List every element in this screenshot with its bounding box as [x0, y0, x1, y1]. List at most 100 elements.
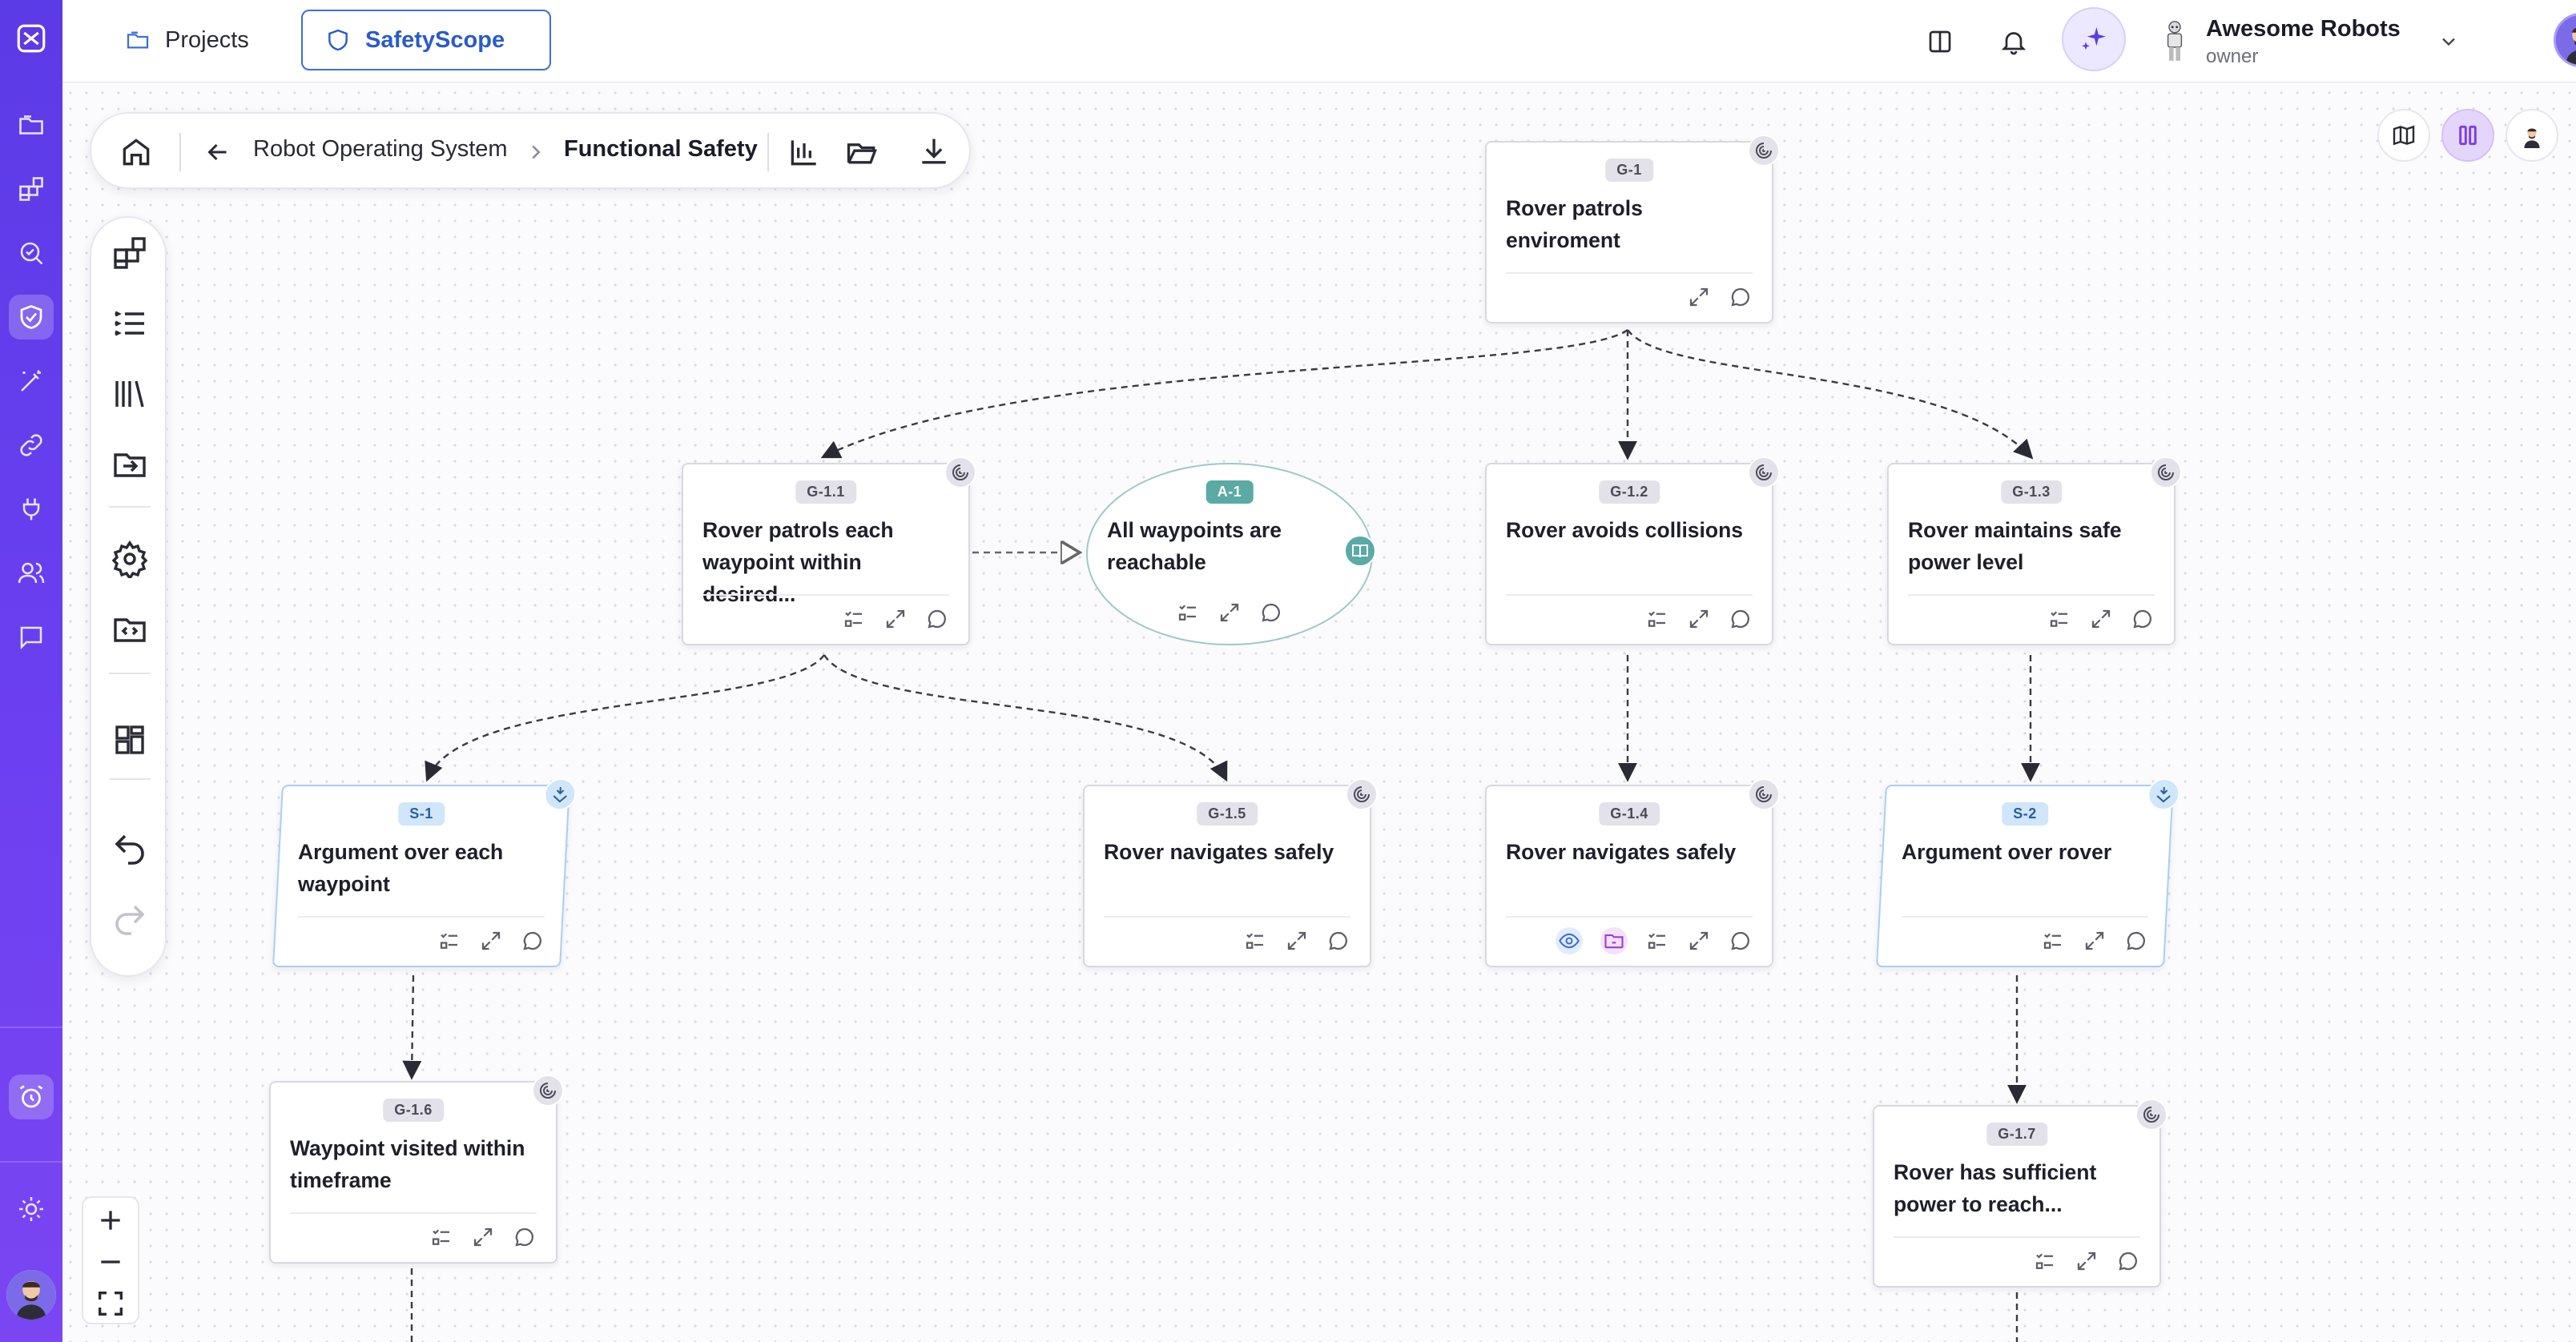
- status-badge-icon[interactable]: [944, 456, 976, 488]
- evidence-folder-icon[interactable]: [1600, 927, 1628, 954]
- status-badge-icon[interactable]: [2135, 1099, 2167, 1131]
- strategy-type-icon[interactable]: [543, 778, 578, 810]
- settings-icon[interactable]: [111, 540, 149, 578]
- zoom-out-icon[interactable]: [95, 1246, 127, 1278]
- comment-icon[interactable]: [2116, 1249, 2140, 1273]
- eye-icon[interactable]: [1556, 927, 1583, 954]
- undo-icon[interactable]: [111, 830, 149, 868]
- goal-node-g1-5[interactable]: G-1.5 Rover navigates safely: [1083, 778, 1378, 967]
- checklist-icon[interactable]: [437, 929, 461, 953]
- goal-node-g1[interactable]: G-1 Rover patrols enviroment: [1485, 135, 1780, 323]
- comment-icon[interactable]: [521, 929, 545, 953]
- rail-link-icon[interactable]: [9, 423, 54, 468]
- node-id-tag: G-1.2: [1599, 480, 1660, 504]
- comment-icon[interactable]: [1326, 929, 1350, 953]
- library-icon[interactable]: [111, 375, 149, 413]
- comment-icon[interactable]: [1729, 285, 1753, 309]
- expand-icon[interactable]: [1687, 929, 1711, 953]
- assumption-node-a1[interactable]: A-1 All waypoints are reachable: [1086, 463, 1376, 645]
- checklist-icon[interactable]: [1645, 607, 1669, 631]
- code-folder-icon[interactable]: [111, 610, 149, 649]
- goal-node-g1-6[interactable]: G-1.6 Waypoint visited within timeframe: [269, 1075, 564, 1264]
- expand-icon[interactable]: [471, 1225, 495, 1249]
- strategy-type-icon[interactable]: [2147, 778, 2181, 810]
- checklist-icon[interactable]: [429, 1225, 453, 1249]
- layout-toggle-icon[interactable]: [1916, 18, 1964, 66]
- rail-safety-icon[interactable]: [9, 295, 54, 340]
- user-avatar[interactable]: [2554, 13, 2576, 67]
- expand-icon[interactable]: [479, 929, 503, 953]
- safetyscope-tab[interactable]: SafetyScope: [301, 10, 551, 70]
- collaborator-avatar[interactable]: [2506, 109, 2558, 162]
- checklist-icon[interactable]: [2047, 607, 2071, 631]
- status-badge-icon[interactable]: [1748, 135, 1780, 167]
- status-badge-icon[interactable]: [1346, 778, 1378, 810]
- node-actions: [2041, 921, 2148, 961]
- home-icon[interactable]: [119, 135, 154, 170]
- expand-icon[interactable]: [1285, 929, 1309, 953]
- status-badge-icon[interactable]: [1748, 456, 1780, 488]
- checklist-icon[interactable]: [1176, 601, 1200, 625]
- zoom-in-icon[interactable]: [95, 1204, 127, 1236]
- redo-icon[interactable]: [111, 900, 149, 938]
- expand-icon[interactable]: [2083, 929, 2107, 953]
- minimap-toggle[interactable]: [2377, 109, 2430, 162]
- bell-icon[interactable]: [1990, 18, 2038, 66]
- breadcrumb-parent[interactable]: Robot Operating System: [253, 136, 508, 162]
- org-switcher[interactable]: Awesome Robots owner: [2161, 11, 2460, 72]
- node-title: Argument over rover: [1902, 840, 2112, 864]
- checklist-icon[interactable]: [2041, 929, 2065, 953]
- add-component-icon[interactable]: [111, 234, 149, 272]
- checklist-icon[interactable]: [842, 607, 866, 631]
- expand-icon[interactable]: [2089, 607, 2113, 631]
- status-badge-icon[interactable]: [2150, 456, 2182, 488]
- comment-icon[interactable]: [2124, 929, 2148, 953]
- folder-open-icon[interactable]: [844, 135, 879, 170]
- goal-node-g1-1[interactable]: G-1.1 Rover patrols each waypoint within…: [682, 456, 976, 645]
- checklist-icon[interactable]: [1243, 929, 1267, 953]
- comment-icon[interactable]: [1259, 601, 1283, 625]
- list-icon[interactable]: [111, 304, 149, 343]
- rail-theme-icon[interactable]: [9, 1187, 54, 1232]
- rail-search-icon[interactable]: [9, 231, 54, 275]
- rail-components-icon[interactable]: [9, 167, 54, 211]
- checklist-icon[interactable]: [2033, 1249, 2057, 1273]
- rail-user-avatar[interactable]: [6, 1270, 56, 1320]
- rail-alarm-icon[interactable]: [9, 1075, 54, 1119]
- back-arrow-icon[interactable]: [203, 138, 232, 167]
- rail-chat-icon[interactable]: [9, 615, 54, 660]
- checklist-icon[interactable]: [1645, 929, 1669, 953]
- goal-node-g1-7[interactable]: G-1.7 Rover has sufficient power to reac…: [1873, 1099, 2167, 1288]
- columns-view-toggle[interactable]: [2441, 109, 2494, 162]
- comment-icon[interactable]: [513, 1225, 537, 1249]
- goal-node-g1-2[interactable]: G-1.2 Rover avoids collisions: [1485, 456, 1780, 645]
- strategy-node-s2[interactable]: S-2 Argument over rover: [1876, 778, 2181, 967]
- book-icon[interactable]: [1344, 535, 1376, 567]
- expand-icon[interactable]: [1687, 285, 1711, 309]
- expand-icon[interactable]: [1687, 607, 1711, 631]
- comment-icon[interactable]: [1729, 929, 1753, 953]
- bar-chart-icon[interactable]: [787, 135, 822, 170]
- rail-plug-icon[interactable]: [9, 487, 54, 532]
- expand-icon[interactable]: [1218, 601, 1242, 625]
- fit-view-icon[interactable]: [95, 1288, 127, 1320]
- status-badge-icon[interactable]: [1748, 778, 1780, 810]
- app-logo-icon[interactable]: [9, 16, 54, 61]
- comment-icon[interactable]: [1729, 607, 1753, 631]
- expand-icon[interactable]: [883, 607, 908, 631]
- goal-node-g1-3[interactable]: G-1.3 Rover maintains safe power level: [1887, 456, 2182, 645]
- ai-assistant-button[interactable]: [2062, 7, 2126, 71]
- download-icon[interactable]: [916, 135, 952, 170]
- rail-magic-wand-icon[interactable]: [9, 359, 54, 404]
- rail-users-icon[interactable]: [9, 551, 54, 596]
- strategy-node-s1[interactable]: S-1 Argument over each waypoint: [272, 778, 578, 967]
- expand-icon[interactable]: [2075, 1249, 2099, 1273]
- goal-node-g1-4[interactable]: G-1.4 Rover navigates safely: [1485, 778, 1780, 967]
- import-folder-icon[interactable]: [111, 445, 149, 484]
- grid-layout-icon[interactable]: [111, 721, 149, 759]
- comment-icon[interactable]: [925, 607, 949, 631]
- rail-projects-icon[interactable]: [9, 102, 54, 147]
- projects-tab[interactable]: Projects: [103, 10, 272, 70]
- status-badge-icon[interactable]: [532, 1075, 564, 1107]
- comment-icon[interactable]: [2131, 607, 2155, 631]
